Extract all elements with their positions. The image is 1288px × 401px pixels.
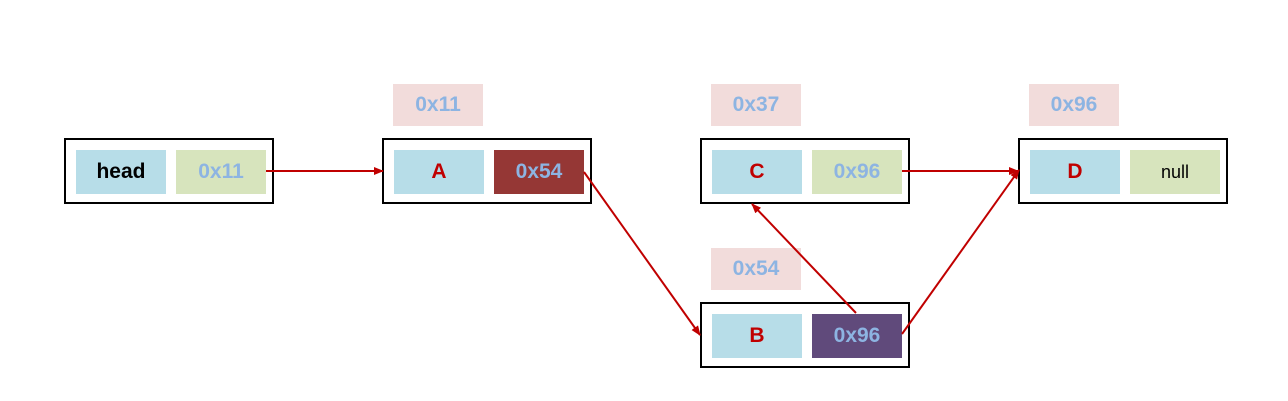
node-a-address: 0x11 — [393, 84, 483, 126]
node-c: C 0x96 — [700, 138, 910, 204]
node-c-address: 0x37 — [711, 84, 801, 126]
arrow-b-to-d — [901, 169, 1020, 335]
arrow-a-to-b — [583, 171, 701, 336]
node-b-value: B — [712, 314, 802, 358]
head-node: head 0x11 — [64, 138, 274, 204]
node-b-address: 0x54 — [711, 248, 801, 290]
node-a-next-pointer: 0x54 — [494, 150, 584, 194]
node-c-next-pointer: 0x96 — [812, 150, 902, 194]
node-b-next-pointer: 0x96 — [812, 314, 902, 358]
node-a-value: A — [394, 150, 484, 194]
head-next-pointer: 0x11 — [176, 150, 266, 194]
node-c-value: C — [712, 150, 802, 194]
head-value-cell: head — [76, 150, 166, 194]
node-d: D null — [1018, 138, 1228, 204]
node-d-value: D — [1030, 150, 1120, 194]
arrow-b-to-c — [751, 203, 857, 314]
node-a: A 0x54 — [382, 138, 592, 204]
node-d-address: 0x96 — [1029, 84, 1119, 126]
node-b: B 0x96 — [700, 302, 910, 368]
node-d-next-pointer: null — [1130, 150, 1220, 194]
